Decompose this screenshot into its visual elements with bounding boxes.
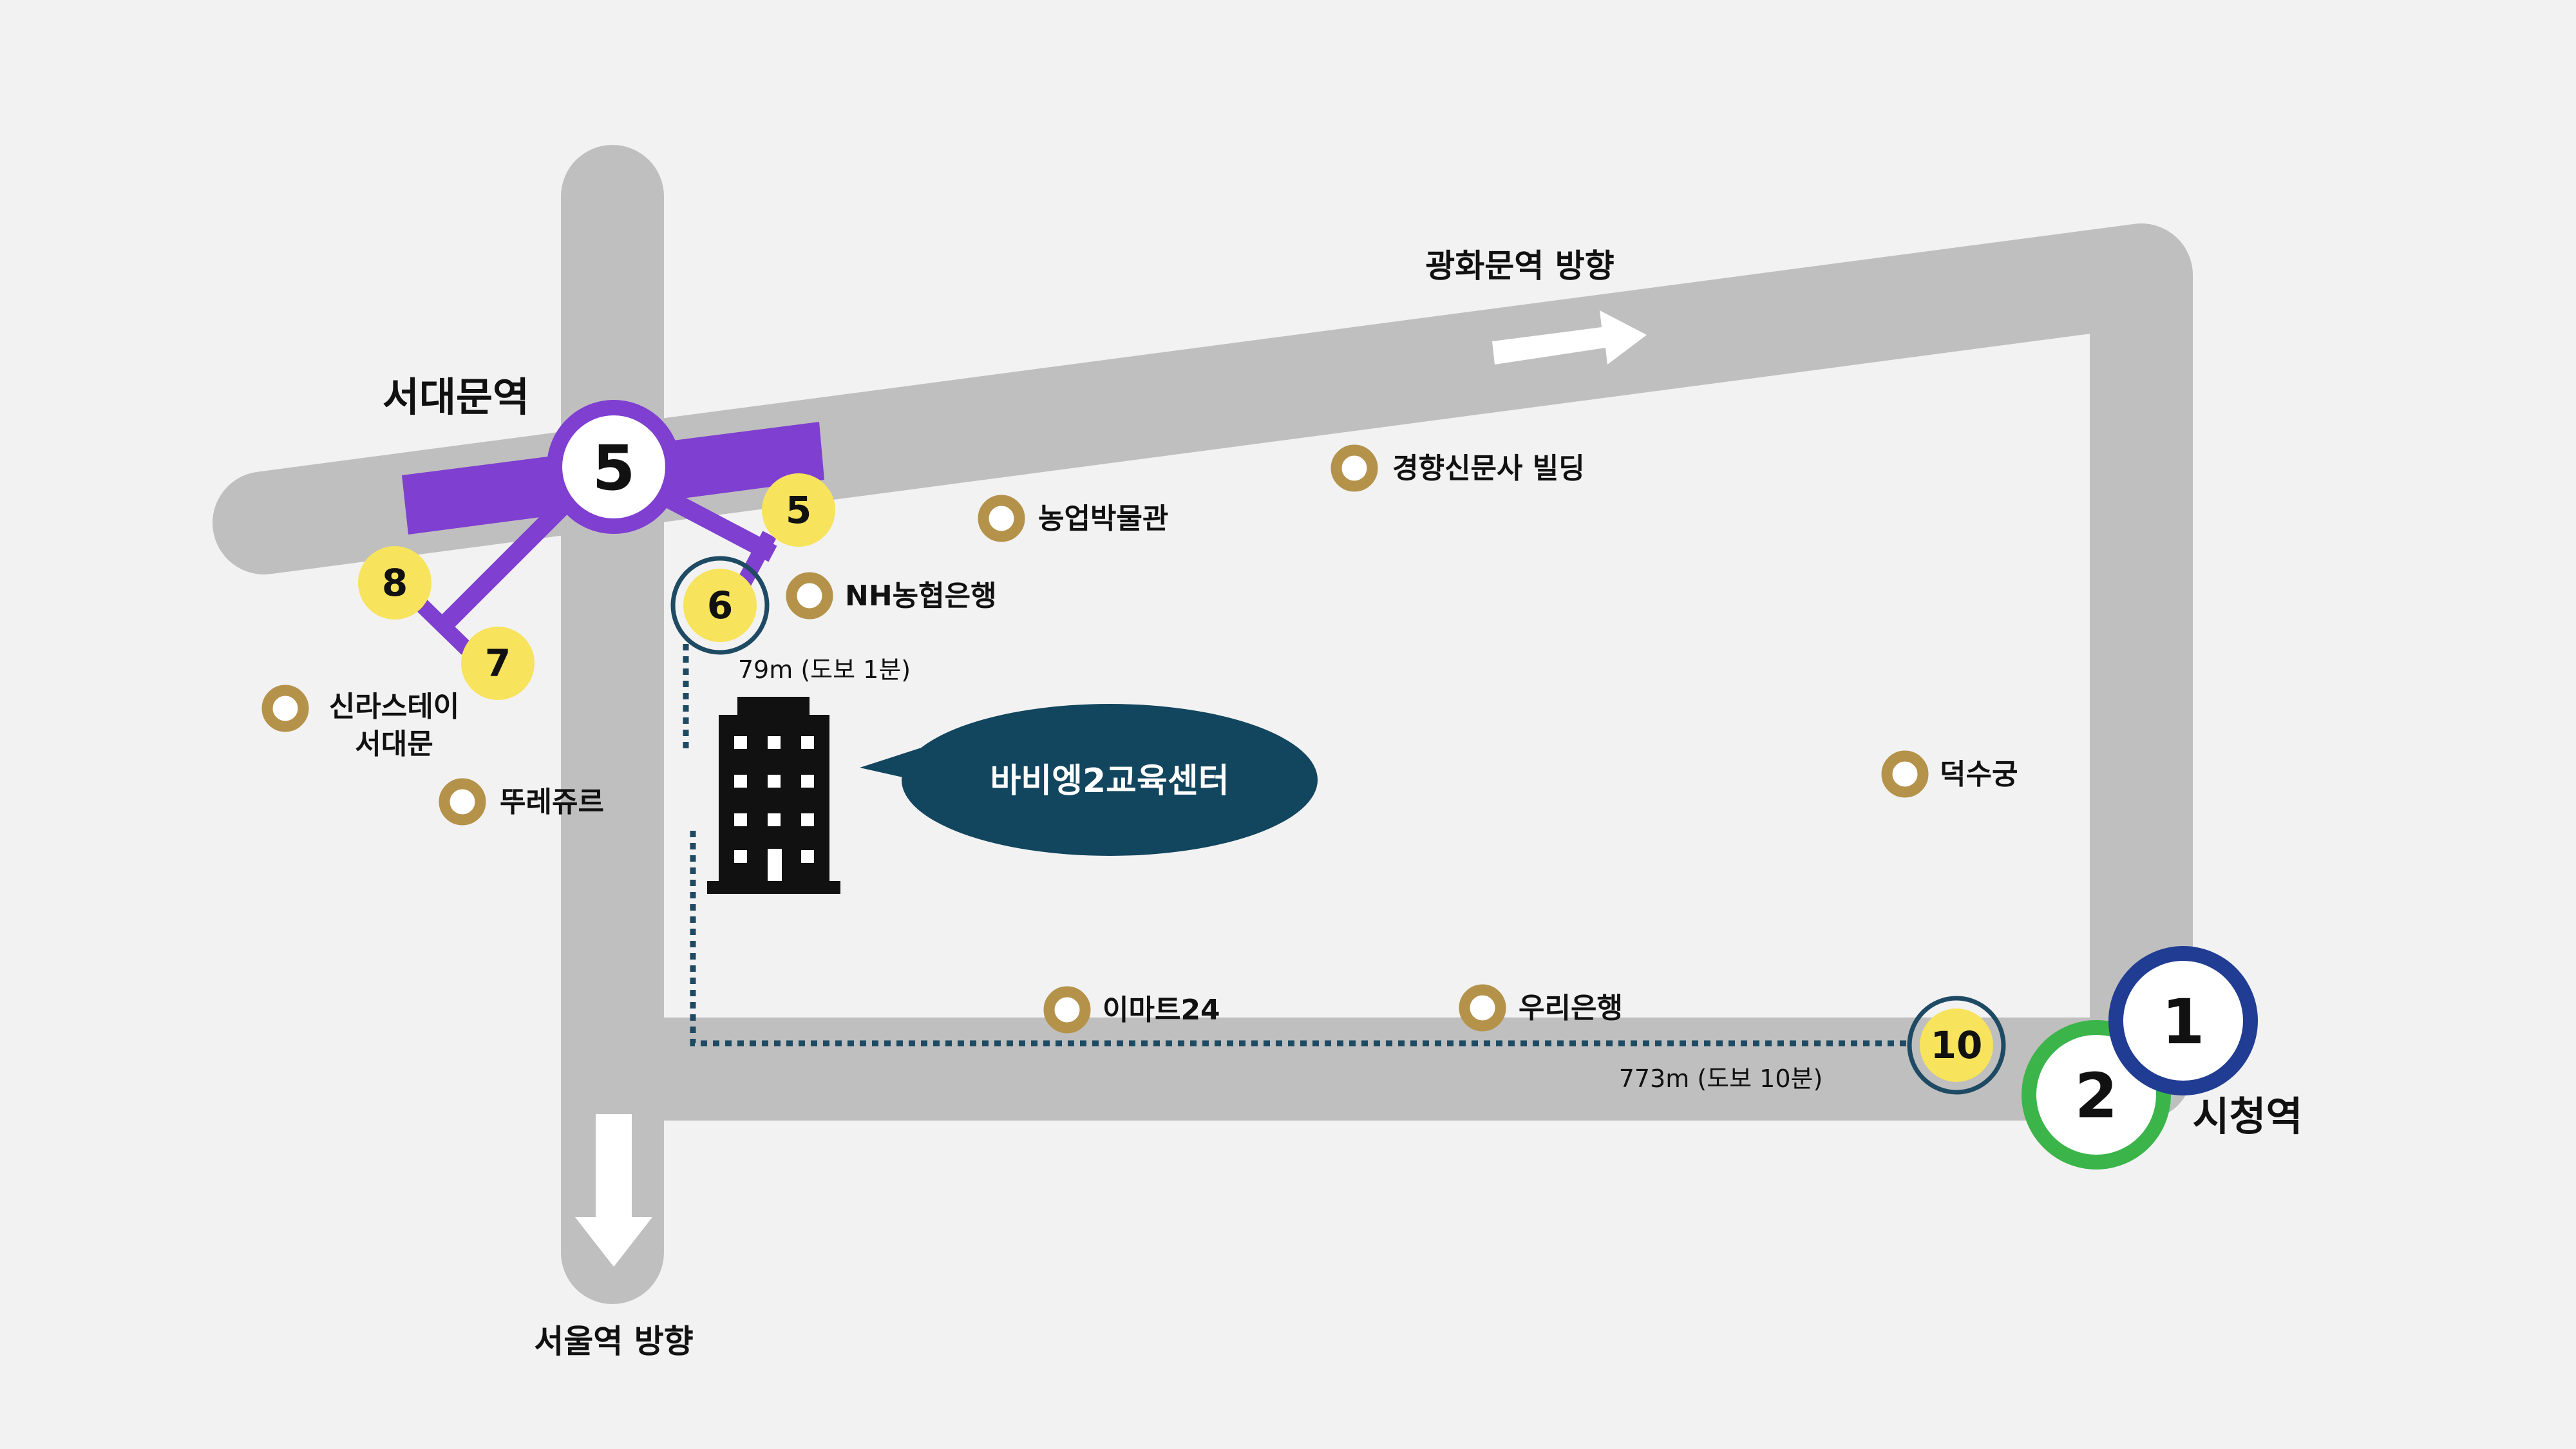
ring-marker-icon: [1331, 444, 1378, 492]
ring-marker-icon: [1881, 750, 1929, 798]
ring-marker-icon: [439, 778, 486, 826]
poi-emart24: 이마트24: [1043, 986, 1220, 1034]
poi-deoksugung: 덕수궁: [1881, 750, 2018, 798]
exit-badge-10: 10: [1907, 996, 2006, 1095]
poi-shilla-stay: 신라스테이 서대문: [261, 685, 459, 761]
poi-label: NH농협은행: [845, 580, 997, 612]
ring-marker-icon: [1459, 984, 1506, 1032]
poi-woori-bank: 우리은행: [1459, 984, 1623, 1032]
poi-label: 경향신문사 빌딩: [1392, 452, 1585, 485]
poi-nonghyup-museum: 농업박물관: [978, 495, 1168, 542]
office-building-icon: [707, 697, 840, 894]
exit-number-5: 5: [786, 488, 811, 532]
destination-callout: 바비엥2교육센터: [860, 704, 1318, 856]
direction-label-seoul-station: 서울역 방향: [534, 1323, 693, 1360]
exit-number-7: 7: [485, 641, 511, 685]
line2-number: 2: [2075, 1060, 2118, 1132]
exit-badge-7: 7: [461, 627, 535, 700]
walking-routes: [683, 644, 1911, 1046]
ring-marker-icon: [786, 572, 833, 620]
route-exit10-path: [690, 831, 1911, 1046]
route-distance-exit6: 79m (도보 1분): [738, 656, 911, 684]
line1-badge: 1: [2108, 946, 2258, 1095]
destination-name: 바비엥2교육센터: [990, 762, 1229, 800]
route-distance-exit10: 773m (도보 10분): [1619, 1065, 1823, 1093]
poi-label: 농업박물관: [1038, 502, 1168, 535]
exit-badge-6: 6: [670, 556, 770, 655]
roads: [213, 145, 2193, 1304]
exit-badge-8: 8: [358, 546, 431, 620]
poi-label: 우리은행: [1519, 992, 1623, 1025]
station-name-cityhall: 시청역: [2192, 1093, 2302, 1140]
poi-label-line1: 신라스테이: [329, 690, 459, 723]
arrow-icon-northeast: [1492, 310, 1647, 365]
direction-label-gwanghwamun: 광화문역 방향: [1425, 247, 1614, 285]
poi-kyunghyang-building: 경향신문사 빌딩: [1331, 444, 1585, 492]
exit-number-8: 8: [382, 561, 408, 605]
exit-number-10: 10: [1931, 1023, 1983, 1067]
exit-number-6: 6: [707, 583, 733, 627]
line5-number: 5: [592, 432, 636, 504]
poi-label: 이마트24: [1103, 994, 1220, 1027]
line5-badge: 5: [547, 400, 681, 534]
poi-nh-bank: NH농협은행: [786, 572, 997, 620]
poi-ttoure: 뚜레쥬르: [439, 778, 604, 826]
poi-label-line2: 서대문: [355, 728, 433, 761]
poi-label: 덕수궁: [1940, 758, 2018, 791]
ring-marker-icon: [261, 685, 309, 732]
exit-badge-5: 5: [762, 473, 835, 547]
arrow-icon-south: [575, 1114, 652, 1267]
ring-marker-icon: [1043, 986, 1091, 1034]
poi-label: 뚜레쥬르: [500, 786, 604, 819]
ring-marker-icon: [978, 495, 1025, 542]
station-name-seodaemun: 서대문역: [383, 374, 529, 421]
line1-number: 1: [2162, 986, 2205, 1058]
